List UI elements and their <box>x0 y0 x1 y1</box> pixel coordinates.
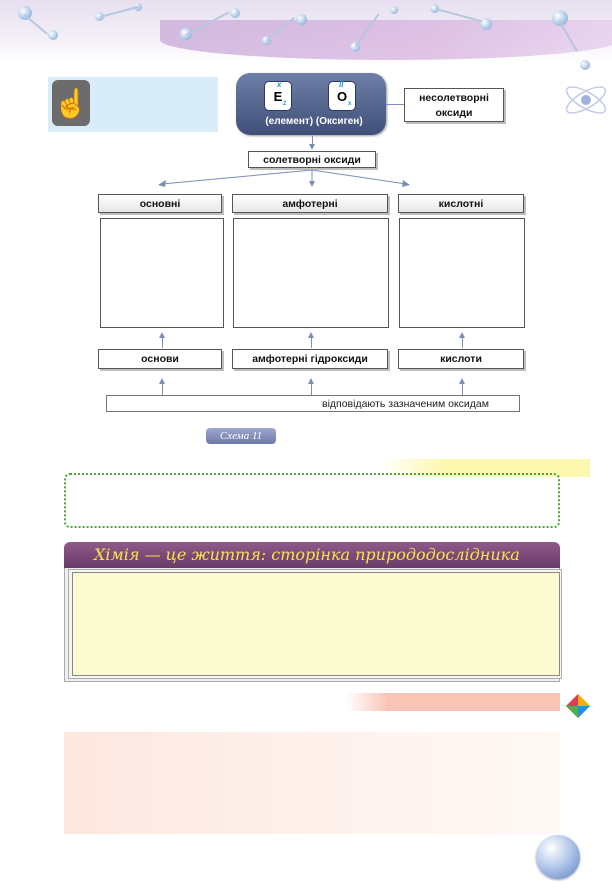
element-box: x E 2 <box>264 80 292 111</box>
colored-diamond-icon <box>566 694 590 718</box>
schema-label: Схема 11 <box>206 428 276 444</box>
arrow-up <box>159 378 165 384</box>
arrow-up <box>308 332 314 338</box>
compound-amphoteric-hydroxides: амфотерні гідроксиди <box>232 349 388 369</box>
arrow-up <box>459 332 465 338</box>
connector <box>162 381 163 395</box>
compound-bases: основи <box>98 349 222 369</box>
connector <box>162 334 163 348</box>
arrow-up <box>308 378 314 384</box>
chemistry-life-panel: Хімія — це життя: сторінка природодослід… <box>64 542 562 682</box>
panel-body <box>72 572 560 676</box>
correspond-note: відповідають зазначеним оксидам <box>106 395 520 412</box>
element-valence: x <box>277 80 282 89</box>
atom-icon <box>565 86 607 114</box>
oxide-formula-block: x E 2 II O x <box>236 73 386 135</box>
connector <box>386 104 404 105</box>
connector <box>311 381 312 395</box>
branch-arrows <box>158 169 410 187</box>
oxygen-symbol: O <box>336 88 348 104</box>
connector <box>312 136 313 146</box>
oxygen-box: II O x <box>328 80 356 111</box>
salt-forming-box: солетворні оксиди <box>248 151 376 168</box>
oxygen-subscript: x <box>348 101 352 107</box>
element-symbol: E <box>273 88 283 104</box>
arrow-up <box>159 332 165 338</box>
basic-column <box>100 218 224 328</box>
compound-acids: кислоти <box>398 349 524 369</box>
amphoteric-column <box>233 218 389 328</box>
category-acidic: кислотні <box>398 194 524 213</box>
non-salt-forming-box: несолетворні оксиди <box>404 88 504 122</box>
dotted-definition-box <box>64 473 560 528</box>
connector <box>311 334 312 348</box>
arrow-up <box>459 378 465 384</box>
acidic-column <box>399 218 525 328</box>
page-number-ball <box>536 835 580 879</box>
element-subscript: 2 <box>283 101 287 107</box>
arrow-down <box>309 144 315 150</box>
chemistry-panel-title: Хімія — це життя: сторінка природодослід… <box>64 542 560 568</box>
pink-text-panel <box>64 732 560 834</box>
header-swoosh <box>160 20 612 60</box>
category-amphoteric: амфотерні <box>232 194 388 213</box>
category-basic: основні <box>98 194 222 213</box>
oxygen-valence: II <box>339 80 344 89</box>
pointing-hand-icon: ☝ <box>52 80 90 126</box>
connector <box>462 334 463 348</box>
formula-caption: (елемент) (Оксиген) <box>265 116 363 127</box>
yellow-highlight-tab <box>380 459 590 477</box>
pink-highlight-tab <box>346 693 560 711</box>
connector <box>462 381 463 395</box>
